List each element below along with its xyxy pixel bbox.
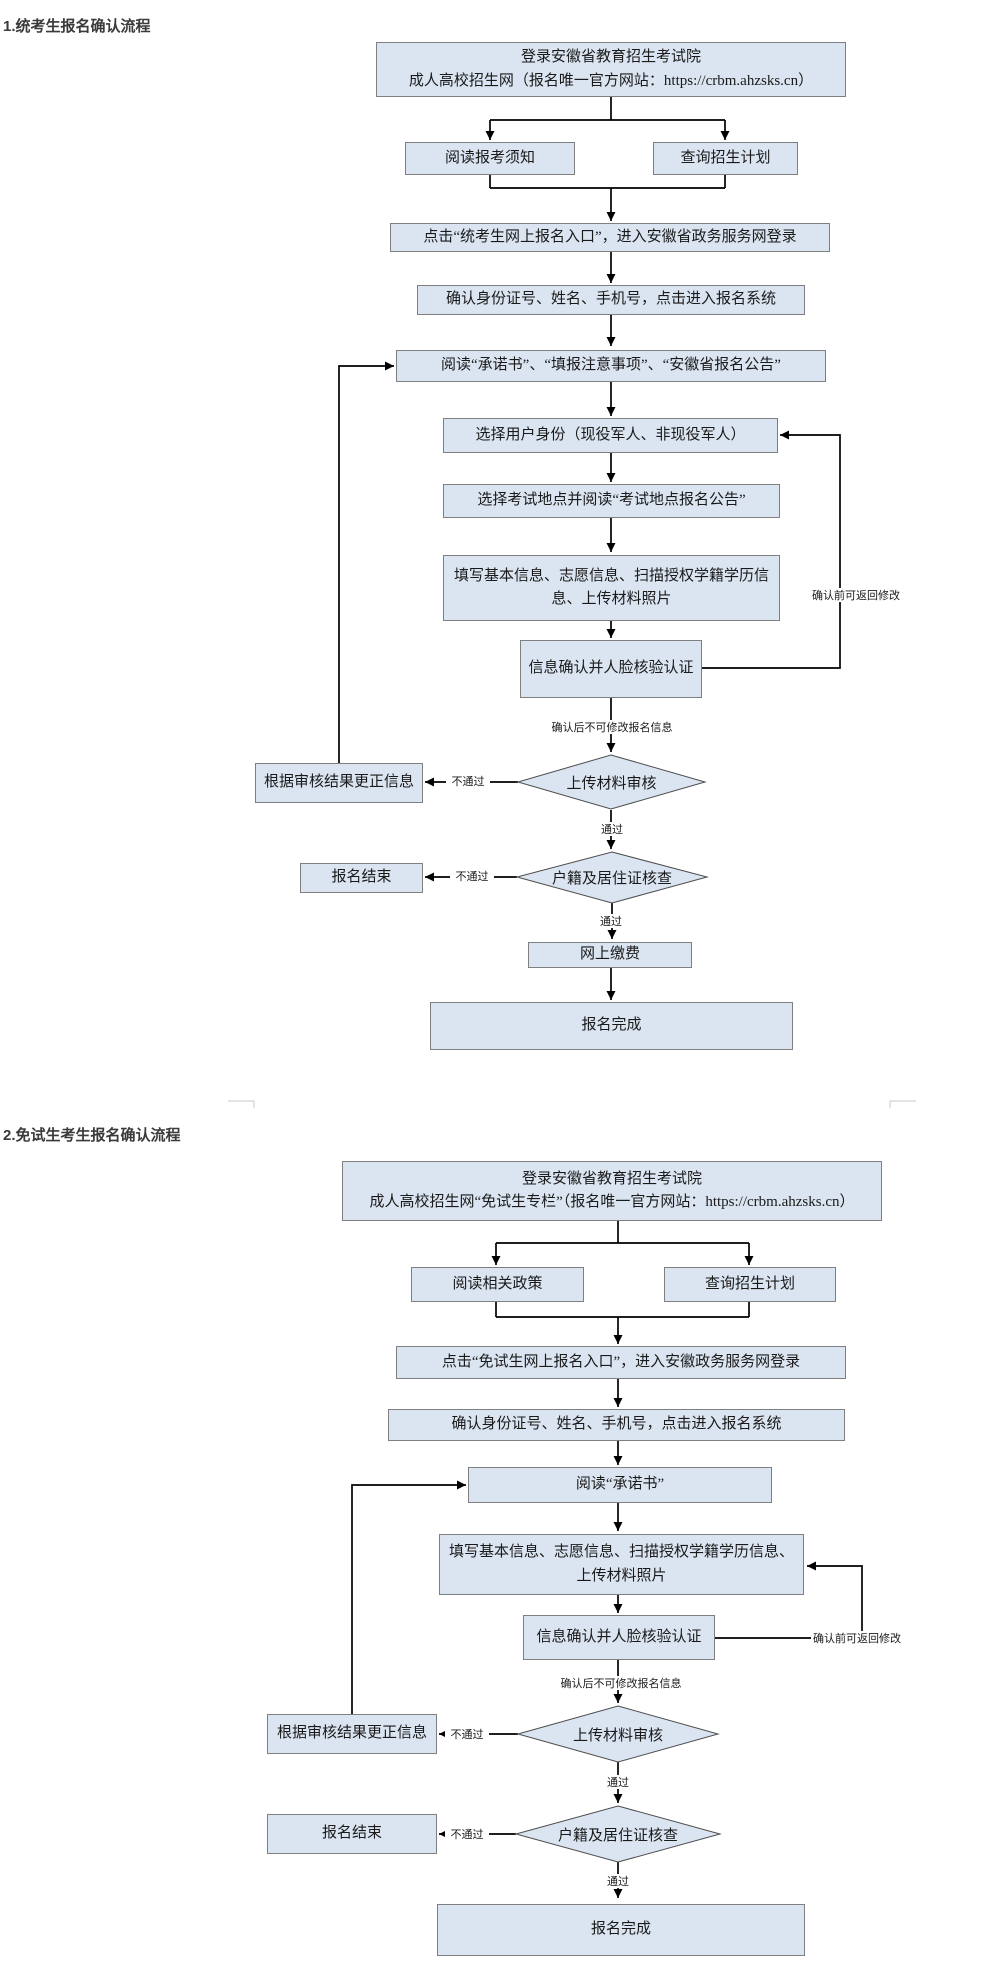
flow2-diamond-residence-check — [514, 1805, 722, 1863]
flow2-diamond-audit-label: 上传材料审核 — [572, 1727, 663, 1744]
flow2-note-before-confirm: 确认前可返回修改 — [811, 1631, 903, 1645]
flow1-login-line2: 成人高校招生网（报名唯一官方网站：https://crbm.ahzsks.cn） — [408, 72, 814, 89]
flow2-branch-top — [496, 1221, 749, 1244]
flow1-login-line1: 登录安徽省教育招生考试院 — [520, 49, 701, 66]
flow2-node-done: 报名完成 — [437, 1904, 805, 1956]
flow2-node-face-verify: 信息确认并人脸核验认证 — [523, 1615, 715, 1660]
flow1-node-select-site: 选择考试地点并阅读“考试地点报名公告” — [443, 484, 780, 518]
flow2-node-login: 登录安徽省教育招生考试院 成人高校招生网“免试生专栏”（报名唯一官方网站：htt… — [342, 1161, 882, 1221]
flow2-feedback-left — [351, 1480, 466, 1714]
flow2-node-read-docs: 阅读“承诺书” — [468, 1467, 772, 1503]
flow2-branch-merge — [495, 1302, 750, 1318]
flow2-node-fill-info: 填写基本信息、志愿信息、扫描授权学籍学历信息、上传材料照片 — [439, 1534, 804, 1595]
flow1-node-end: 报名结束 — [300, 863, 423, 893]
flow1-node-read-notice: 阅读报考须知 — [405, 142, 575, 175]
flow1-diamond-audit-label: 上传材料审核 — [566, 775, 657, 792]
flow2-note-after-confirm: 确认后不可修改报名信息 — [551, 1676, 691, 1690]
flow1-label-residence-fail: 不通过 — [450, 869, 494, 883]
flow1-branch-merge — [489, 175, 726, 189]
flow1-node-query-plan: 查询招生计划 — [653, 142, 798, 175]
flow1-label-audit-pass: 通过 — [590, 822, 634, 836]
flow1-diamond-residence-check — [515, 851, 709, 904]
flow2-label-audit-pass: 通过 — [596, 1775, 640, 1789]
flow2-feedback-right — [715, 1561, 863, 1639]
flow2-node-correct-info: 根据审核结果更正信息 — [267, 1714, 437, 1754]
page-break-mark-right — [889, 1100, 916, 1108]
flow2-node-end: 报名结束 — [267, 1814, 437, 1854]
flow1-node-click-entry: 点击“统考生网上报名入口”，进入安徽省政务服务网登录 — [390, 223, 830, 252]
flow2-node-read-policy: 阅读相关政策 — [411, 1267, 584, 1302]
flow1-diamond-residence-label: 户籍及居住证核查 — [551, 870, 672, 887]
flow1-node-correct-info: 根据审核结果更正信息 — [255, 763, 423, 803]
flow1-node-done: 报名完成 — [430, 1002, 793, 1050]
flow2-login-line2: 成人高校招生网“免试生专栏”（报名唯一官方网站：https://crbm.ahz… — [369, 1194, 855, 1210]
flow1-diamond-audit — [516, 754, 707, 810]
flow1-label-residence-pass: 通过 — [589, 914, 633, 928]
flow1-feedback-left — [338, 361, 394, 763]
flow1-node-read-docs: 阅读“承诺书”、“填报注意事项”、“安徽省报名公告” — [396, 350, 826, 382]
flow1-node-pay: 网上缴费 — [528, 942, 692, 968]
flow2-login-line1: 登录安徽省教育招生考试院 — [521, 1170, 702, 1187]
flow1-label-audit-fail: 不通过 — [446, 774, 490, 788]
flow1-node-confirm-identity: 确认身份证号、姓名、手机号，点击进入报名系统 — [417, 285, 805, 315]
flow1-title: 1.统考生报名确认流程 — [3, 18, 151, 35]
flow2-label-residence-pass: 通过 — [596, 1874, 640, 1888]
flow2-diamond-audit — [516, 1705, 720, 1763]
flow2-label-residence-fail: 不通过 — [445, 1827, 489, 1841]
flow2-label-audit-fail: 不通过 — [445, 1727, 489, 1741]
flow1-node-login: 登录安徽省教育招生考试院 成人高校招生网（报名唯一官方网站：https://cr… — [376, 42, 846, 97]
flow1-node-fill-info: 填写基本信息、志愿信息、扫描授权学籍学历信息、上传材料照片 — [443, 555, 780, 621]
flow2-node-click-entry: 点击“免试生网上报名入口”，进入安徽政务服务网登录 — [396, 1346, 846, 1379]
flow1-note-before-confirm: 确认前可返回修改 — [810, 588, 902, 602]
flow1-node-face-verify: 信息确认并人脸核验认证 — [520, 640, 702, 698]
flow1-note-after-confirm: 确认后不可修改报名信息 — [542, 720, 682, 734]
flow2-title: 2.免试生考生报名确认流程 — [3, 1127, 181, 1144]
flow2-diamond-residence-label: 户籍及居住证核查 — [557, 1827, 678, 1844]
flow1-branch-top — [490, 97, 725, 121]
flow2-node-query-plan: 查询招生计划 — [664, 1267, 836, 1302]
page-break-mark-left — [228, 1100, 255, 1108]
flow2-node-confirm-identity: 确认身份证号、姓名、手机号，点击进入报名系统 — [388, 1409, 845, 1441]
flow1-feedback-right — [702, 430, 841, 669]
flow1-node-select-role: 选择用户身份（现役军人、非现役军人） — [443, 418, 778, 453]
